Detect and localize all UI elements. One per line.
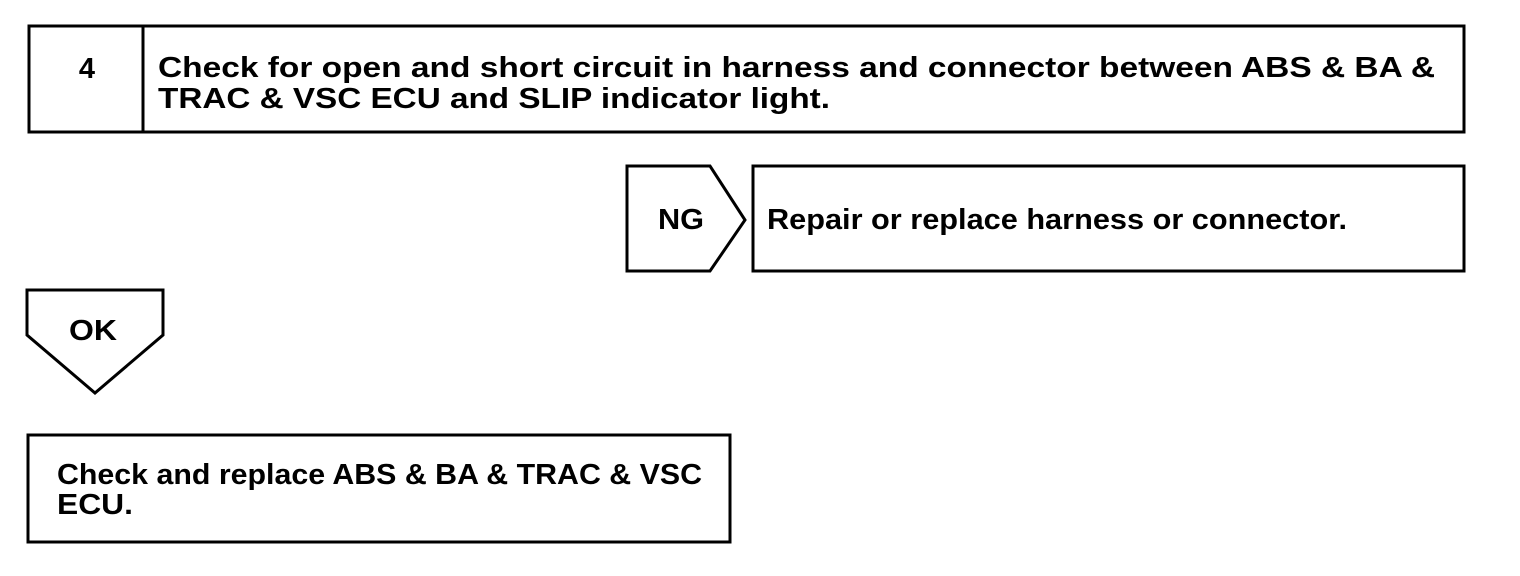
ng-branch: NG Repair or replace harness or connecto… — [625, 164, 1466, 273]
ok-branch: OK Check and replace ABS & BA & TRAC & V… — [25, 288, 732, 544]
ok-action-line-2: ECU. — [57, 489, 133, 521]
ng-action-box — [751, 164, 1466, 273]
step-title-line-1: Check for open and short circuit in harn… — [158, 52, 1435, 84]
ok-label: OK — [69, 315, 117, 347]
step-box-frame — [27, 24, 1466, 134]
ng-label: NG — [658, 204, 704, 236]
ok-action-box — [26, 433, 732, 544]
ng-arrow-shape — [625, 164, 747, 273]
ng-action-text: Repair or replace harness or connector. — [767, 204, 1347, 236]
step-box: 4 Check for open and short circuit in ha… — [27, 24, 1466, 134]
ok-arrow-shape — [25, 288, 165, 395]
step-title-line-2: TRAC & VSC ECU and SLIP indicator light. — [158, 83, 830, 115]
step-number: 4 — [79, 53, 95, 85]
ok-action-line-1: Check and replace ABS & BA & TRAC & VSC — [57, 459, 702, 491]
